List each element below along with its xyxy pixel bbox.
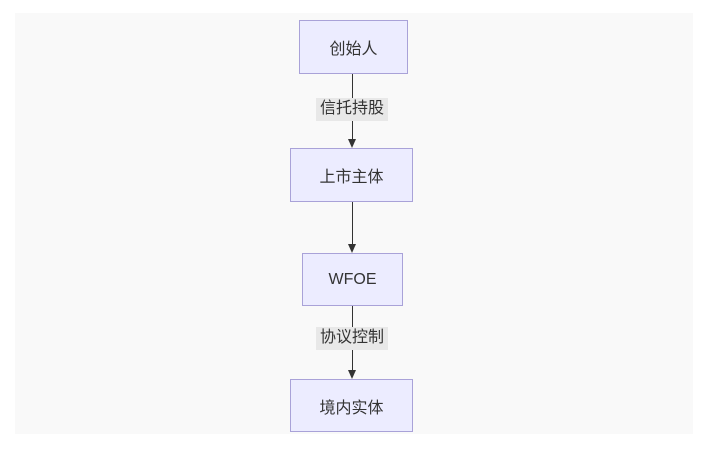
edge-label-vie-control: 协议控制 [315, 327, 389, 350]
node-domestic-entity: 境内实体 [290, 379, 413, 432]
node-wfoe: WFOE [302, 253, 403, 306]
arrowhead-down-icon [348, 370, 356, 379]
arrowhead-down-icon [348, 244, 356, 253]
node-listed-entity: 上市主体 [290, 148, 413, 202]
node-founder: 创始人 [299, 20, 408, 74]
edge-listed-wfoe-line [352, 202, 353, 244]
arrowhead-down-icon [348, 139, 356, 148]
edge-label-trust-shareholding: 信托持股 [315, 98, 389, 121]
diagram-canvas: 信托持股 协议控制 创始人 上市主体 WFOE 境内实体 [15, 13, 693, 434]
